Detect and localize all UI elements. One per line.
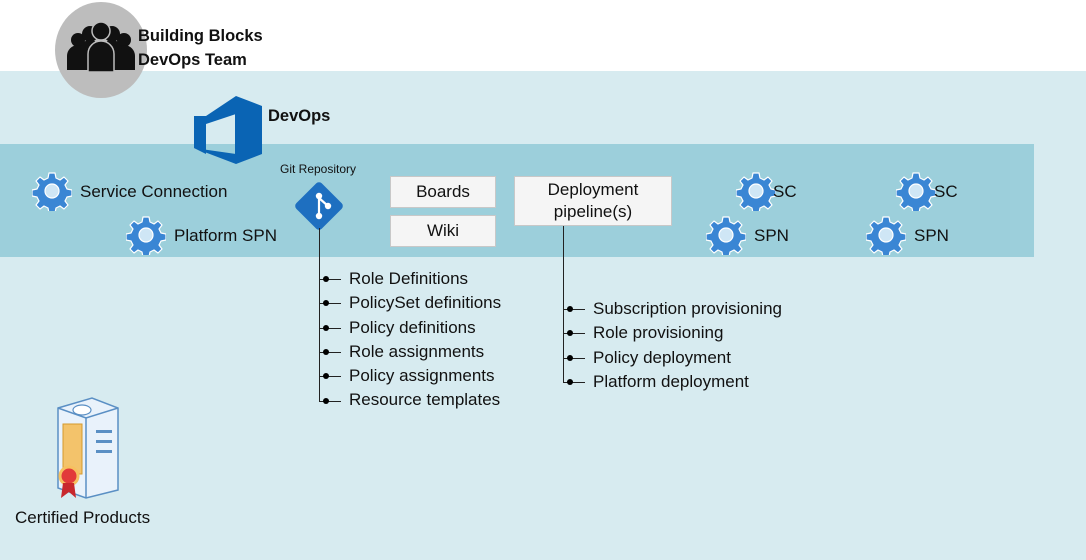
team-title: Building Blocks DevOps Team bbox=[138, 24, 263, 72]
git-icon bbox=[295, 182, 343, 230]
repo-item-list: Role Definitions PolicySet definitions P… bbox=[319, 267, 501, 413]
list-item: PolicySet definitions bbox=[319, 291, 501, 315]
pipeline-item-list: Subscription provisioning Role provision… bbox=[563, 297, 782, 394]
pipeline-tree-line bbox=[563, 226, 564, 383]
wiki-box: Wiki bbox=[390, 215, 496, 247]
list-item: Policy deployment bbox=[563, 346, 782, 370]
list-item: Platform deployment bbox=[563, 370, 782, 394]
service-connection-label: Service Connection bbox=[80, 182, 228, 201]
spn-label: SPN bbox=[914, 226, 949, 245]
team-title-line-2: DevOps Team bbox=[138, 51, 247, 69]
list-item: Role Definitions bbox=[319, 267, 501, 291]
team-icon bbox=[55, 2, 147, 98]
list-item: Policy assignments bbox=[319, 364, 501, 388]
gear-icon bbox=[706, 216, 746, 255]
azure-devops-icon bbox=[194, 96, 262, 164]
gear-icon bbox=[896, 172, 936, 211]
gear-icon bbox=[736, 172, 776, 211]
sc-label: SC bbox=[934, 182, 958, 201]
spn-label: SPN bbox=[754, 226, 789, 245]
sc-label: SC bbox=[773, 182, 797, 201]
team-title-line-1: Building Blocks bbox=[138, 27, 263, 45]
certified-products-label: Certified Products bbox=[15, 508, 151, 527]
platform-spn-label: Platform SPN bbox=[174, 226, 277, 245]
gear-icon bbox=[866, 216, 906, 255]
list-item: Subscription provisioning bbox=[563, 297, 782, 321]
list-item: Resource templates bbox=[319, 388, 501, 412]
gear-icon bbox=[126, 216, 166, 255]
devops-title: DevOps bbox=[268, 107, 331, 125]
list-item: Policy definitions bbox=[319, 316, 501, 340]
gear-icon bbox=[32, 172, 72, 211]
list-item: Role provisioning bbox=[563, 321, 782, 345]
git-repository-label: Git Repository bbox=[280, 162, 357, 176]
deployment-pipeline-line-2: pipeline(s) bbox=[553, 202, 633, 221]
repo-tree-line bbox=[319, 228, 320, 401]
certified-server-icon bbox=[57, 397, 119, 499]
boards-box: Boards bbox=[390, 176, 496, 208]
deployment-pipeline-line-1: Deployment bbox=[547, 180, 639, 199]
list-item: Role assignments bbox=[319, 340, 501, 364]
deployment-pipeline-box: Deployment pipeline(s) bbox=[514, 176, 672, 226]
